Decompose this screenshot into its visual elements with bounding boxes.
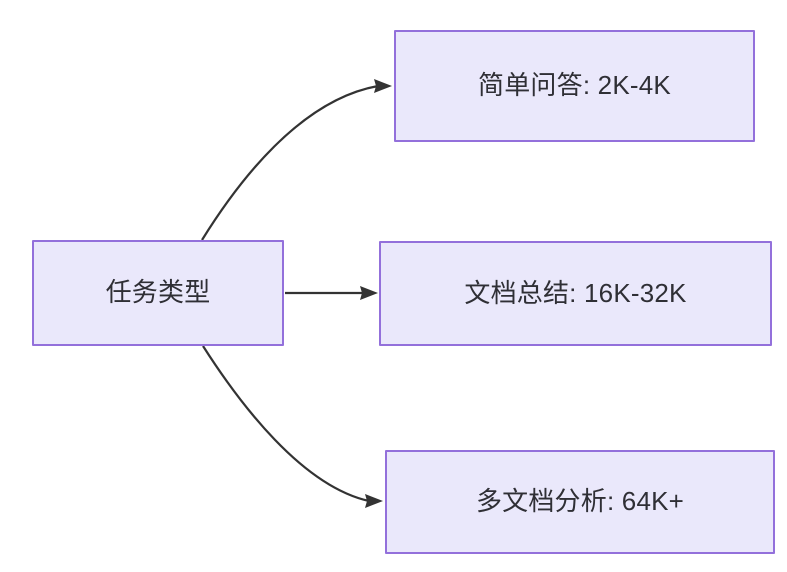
node-document-summary[interactable]: 文档总结: 16K-32K	[379, 241, 772, 346]
edge-path-2	[202, 345, 370, 503]
edge-path-0	[201, 84, 379, 241]
edge-source-to-target-2	[202, 345, 383, 508]
node-multi-document-analysis[interactable]: 多文档分析: 64K+	[385, 450, 775, 554]
node-label: 任务类型	[105, 277, 211, 308]
edge-source-to-target-1	[285, 286, 378, 300]
edge-source-to-target-0	[201, 79, 392, 241]
node-label: 文档总结: 16K-32K	[464, 277, 687, 308]
node-simple-qa[interactable]: 简单问答: 2K-4K	[394, 30, 755, 142]
arrow-head-2	[365, 494, 383, 508]
node-label: 简单问答: 2K-4K	[478, 70, 671, 101]
arrow-head-1	[360, 286, 378, 300]
node-label: 多文档分析: 64K+	[475, 486, 685, 517]
node-task-type[interactable]: 任务类型	[32, 240, 284, 346]
arrow-head-0	[374, 79, 392, 93]
